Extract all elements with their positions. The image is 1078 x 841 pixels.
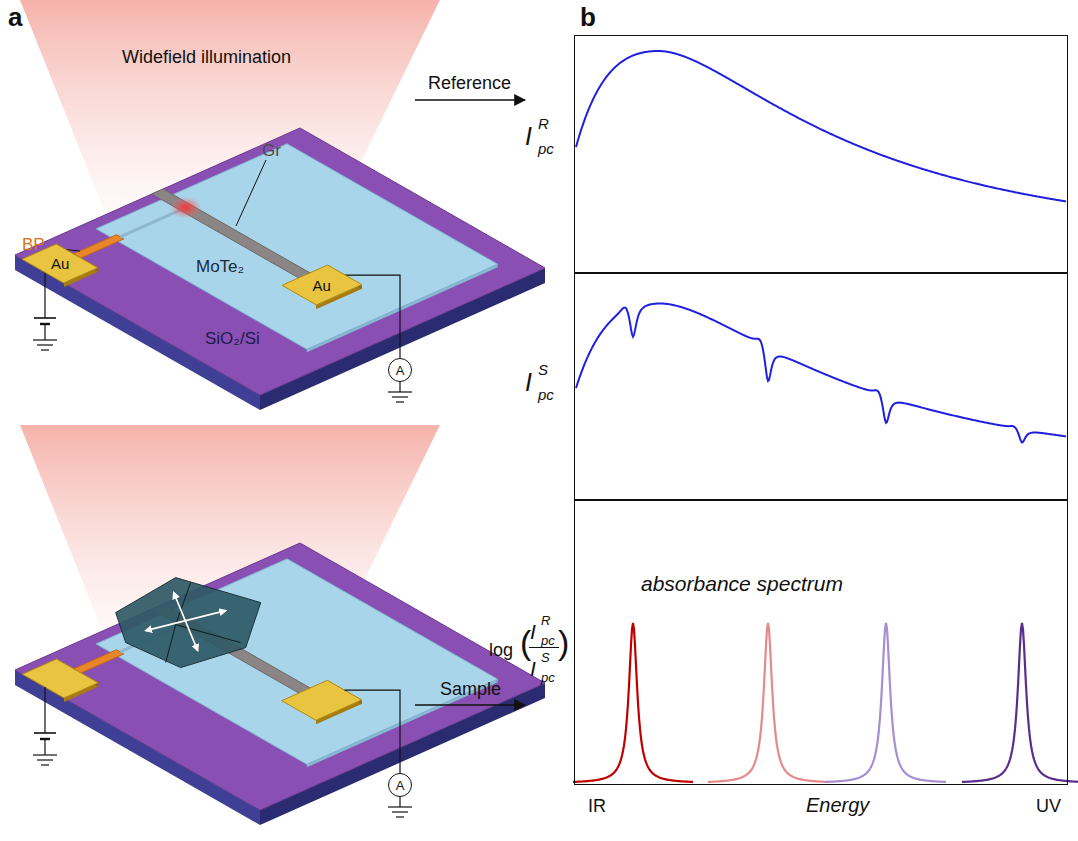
ground-symbol xyxy=(41,764,49,765)
pad-label: Au xyxy=(51,256,69,271)
axis-superscript: R xyxy=(541,614,550,627)
axis-function: log xyxy=(489,641,513,659)
process-arrow xyxy=(415,704,525,706)
absorbance-peak xyxy=(962,623,1078,782)
axis-superscript: S xyxy=(541,651,550,664)
arrow-label: Reference xyxy=(428,74,511,92)
spectrum-panel: IpcS xyxy=(574,273,1068,500)
au-pad: Au xyxy=(282,265,362,305)
ammeter-symbol: A xyxy=(388,358,412,382)
leader-line xyxy=(236,160,266,226)
absorbance-peak xyxy=(708,623,828,782)
ammeter-symbol: A xyxy=(388,773,412,797)
ammeter-label: A xyxy=(396,779,405,792)
battery-symbol xyxy=(34,317,56,319)
ground-symbol xyxy=(33,754,57,755)
axis-bracket: ( xyxy=(520,625,531,659)
ground-symbol xyxy=(37,344,53,345)
spectrum-panel: IpcR xyxy=(574,35,1068,273)
substrate-label: SiO₂/Si xyxy=(205,330,260,347)
ground-symbol xyxy=(33,339,57,340)
axis-symbol: I xyxy=(530,621,536,642)
wire xyxy=(399,382,400,392)
device-illustration xyxy=(15,128,545,410)
grain-boundary xyxy=(166,625,176,663)
axis-bracket: ) xyxy=(558,625,569,659)
panel-letter: a xyxy=(8,4,22,30)
graphene-strip xyxy=(152,189,320,284)
spectrum-panel: log(IpcRIpcS)absorbance spectrum xyxy=(574,500,1068,785)
ground-symbol xyxy=(396,401,404,402)
wire xyxy=(344,690,400,773)
axis-tick-label: UV xyxy=(1036,797,1061,815)
ground-symbol xyxy=(388,806,412,807)
sample-flake xyxy=(116,578,261,668)
material-label: Gr xyxy=(262,142,281,159)
process-arrow xyxy=(415,99,525,101)
au-pad xyxy=(22,659,98,698)
grain-boundary xyxy=(176,625,241,643)
substrate-top xyxy=(15,128,545,395)
absorbance-peak xyxy=(826,623,946,782)
arrow-label: Sample xyxy=(440,680,501,698)
mote2-flake xyxy=(96,559,498,765)
axis-symbol: I xyxy=(530,658,536,679)
axis-subscript: pc xyxy=(541,671,555,684)
pad-label: Au xyxy=(312,278,330,293)
axis-symbol: I xyxy=(525,370,532,395)
ammeter-label: A xyxy=(396,364,405,377)
illumination-label: Widefield illumination xyxy=(122,48,291,66)
substrate-top xyxy=(15,543,545,810)
reference-curve xyxy=(576,51,1066,201)
material-label: BP xyxy=(22,236,45,253)
wire xyxy=(44,687,45,733)
material-label: MoTe₂ xyxy=(196,258,244,275)
ground-symbol xyxy=(41,349,49,350)
battery-symbol xyxy=(34,732,56,734)
axis-tick-label: IR xyxy=(588,797,606,815)
panel-letter: b xyxy=(580,4,596,30)
axis-subscript: pc xyxy=(538,141,554,156)
axis-symbol: I xyxy=(525,124,532,149)
axis-subscript: pc xyxy=(538,387,554,402)
ground-symbol xyxy=(37,759,53,760)
ground-symbol xyxy=(388,391,412,392)
absorbance-peak xyxy=(573,623,693,782)
polarization-arrow xyxy=(174,593,198,651)
sample-curve xyxy=(576,303,1066,442)
fraction-bar xyxy=(529,647,559,648)
axis-title: Energy xyxy=(806,795,869,815)
axis-subscript: pc xyxy=(541,634,555,647)
ground-symbol xyxy=(392,811,408,812)
ground-symbol xyxy=(396,816,404,817)
mote2-flake xyxy=(96,144,498,349)
axis-superscript: R xyxy=(538,116,549,131)
light-spot xyxy=(170,197,202,219)
ground-symbol xyxy=(392,396,408,397)
axis-superscript: S xyxy=(538,362,548,377)
wire xyxy=(399,797,400,807)
wire xyxy=(44,739,45,755)
device-illustration xyxy=(15,543,545,825)
au-pad xyxy=(282,680,362,720)
panel-title: absorbance spectrum xyxy=(641,573,843,594)
wire xyxy=(44,272,45,318)
wire xyxy=(44,324,45,340)
